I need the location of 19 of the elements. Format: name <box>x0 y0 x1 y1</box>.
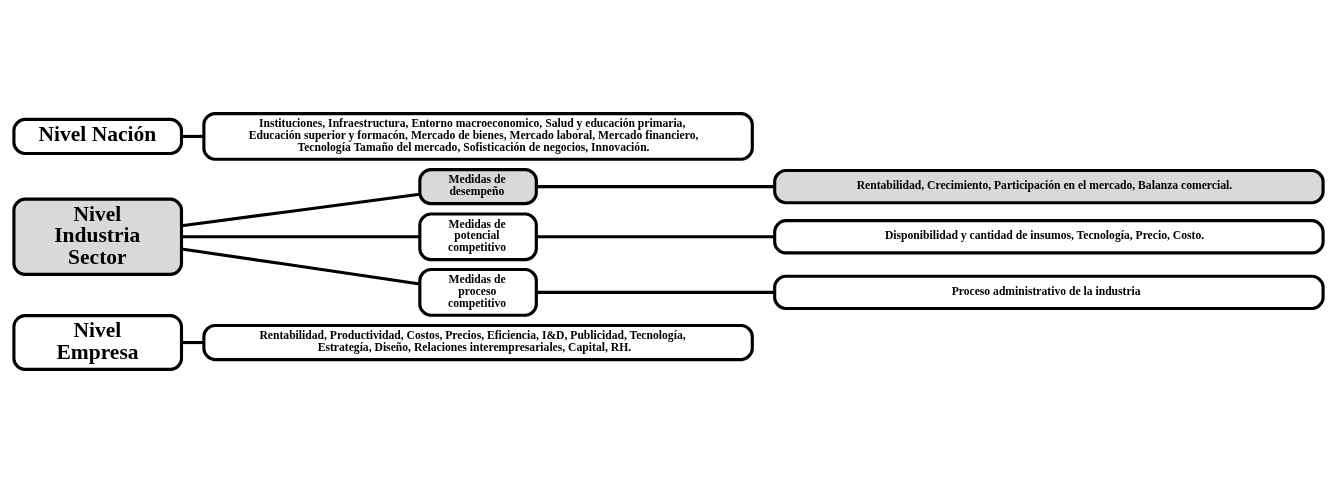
node-box: Rentabilidad, Productividad, Costos, Precios, Eficiencia, I&D, Publicidad, Tecnología, Estrategía, Diseño, Relaciones interempresariales, Capital, RH. <box>202 323 754 362</box>
connector <box>181 235 420 239</box>
connector <box>181 134 204 138</box>
node-box: Instituciones, Infraestructura, Entorno macroeconomico, Salud y educación primaria, Educación superior y formacón, Mercado de bienes, Mercado laboral, Mercado financiero, Tecnología Tamaño del mercado, Sofisticación de negocios, Innovación. <box>202 112 754 161</box>
node-box: Rentabilidad, Crecimiento, Participación en el mercado, Balanza comercial. <box>773 168 1325 205</box>
connector <box>181 340 204 345</box>
connector <box>181 192 420 228</box>
node-box: Nivel Nación <box>12 117 184 156</box>
connector <box>536 290 775 294</box>
node-box: Nivel Industria Sector <box>12 197 184 276</box>
node-box: Medidas de desempeño <box>418 168 538 206</box>
node-box: Nivel Empresa <box>12 314 184 371</box>
connector <box>536 185 775 189</box>
connector <box>536 235 775 239</box>
node-box: Medidas de potencial competitivo <box>418 212 538 262</box>
node-box: Disponibilidad y cantidad de insumos, Tecnología, Precio, Costo. <box>773 219 1325 255</box>
node-box: Medidas de proceso competitivo <box>418 267 538 317</box>
node-box: Proceso administrativo de la industria <box>773 274 1325 311</box>
connector <box>181 247 421 286</box>
